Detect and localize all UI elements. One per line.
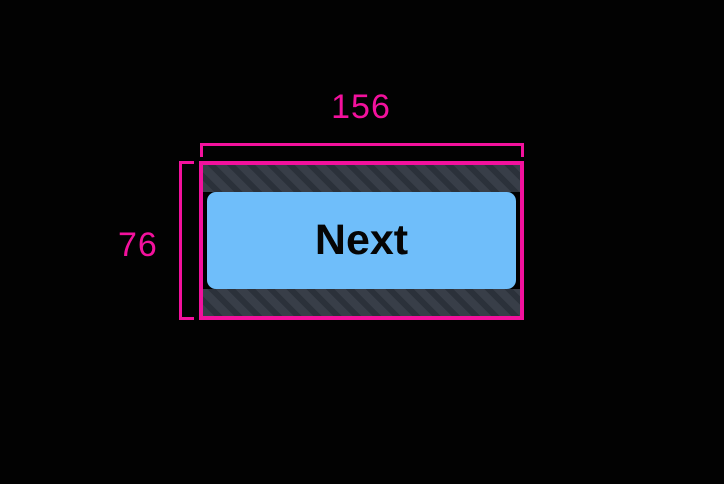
spacing-band-bottom: [203, 289, 520, 316]
selected-element-bounds[interactable]: Next: [199, 161, 524, 320]
spacing-band-top: [203, 165, 520, 192]
width-dimension-bracket: [200, 143, 524, 157]
height-dimension-label: 76: [118, 226, 158, 264]
next-button-label: Next: [314, 216, 409, 264]
width-dimension-label: 156: [0, 90, 723, 124]
width-dimension-value: 156: [331, 88, 391, 126]
next-button[interactable]: Next: [207, 192, 516, 289]
element-box-model: Next: [203, 165, 520, 316]
height-dimension-bracket: [179, 161, 194, 320]
